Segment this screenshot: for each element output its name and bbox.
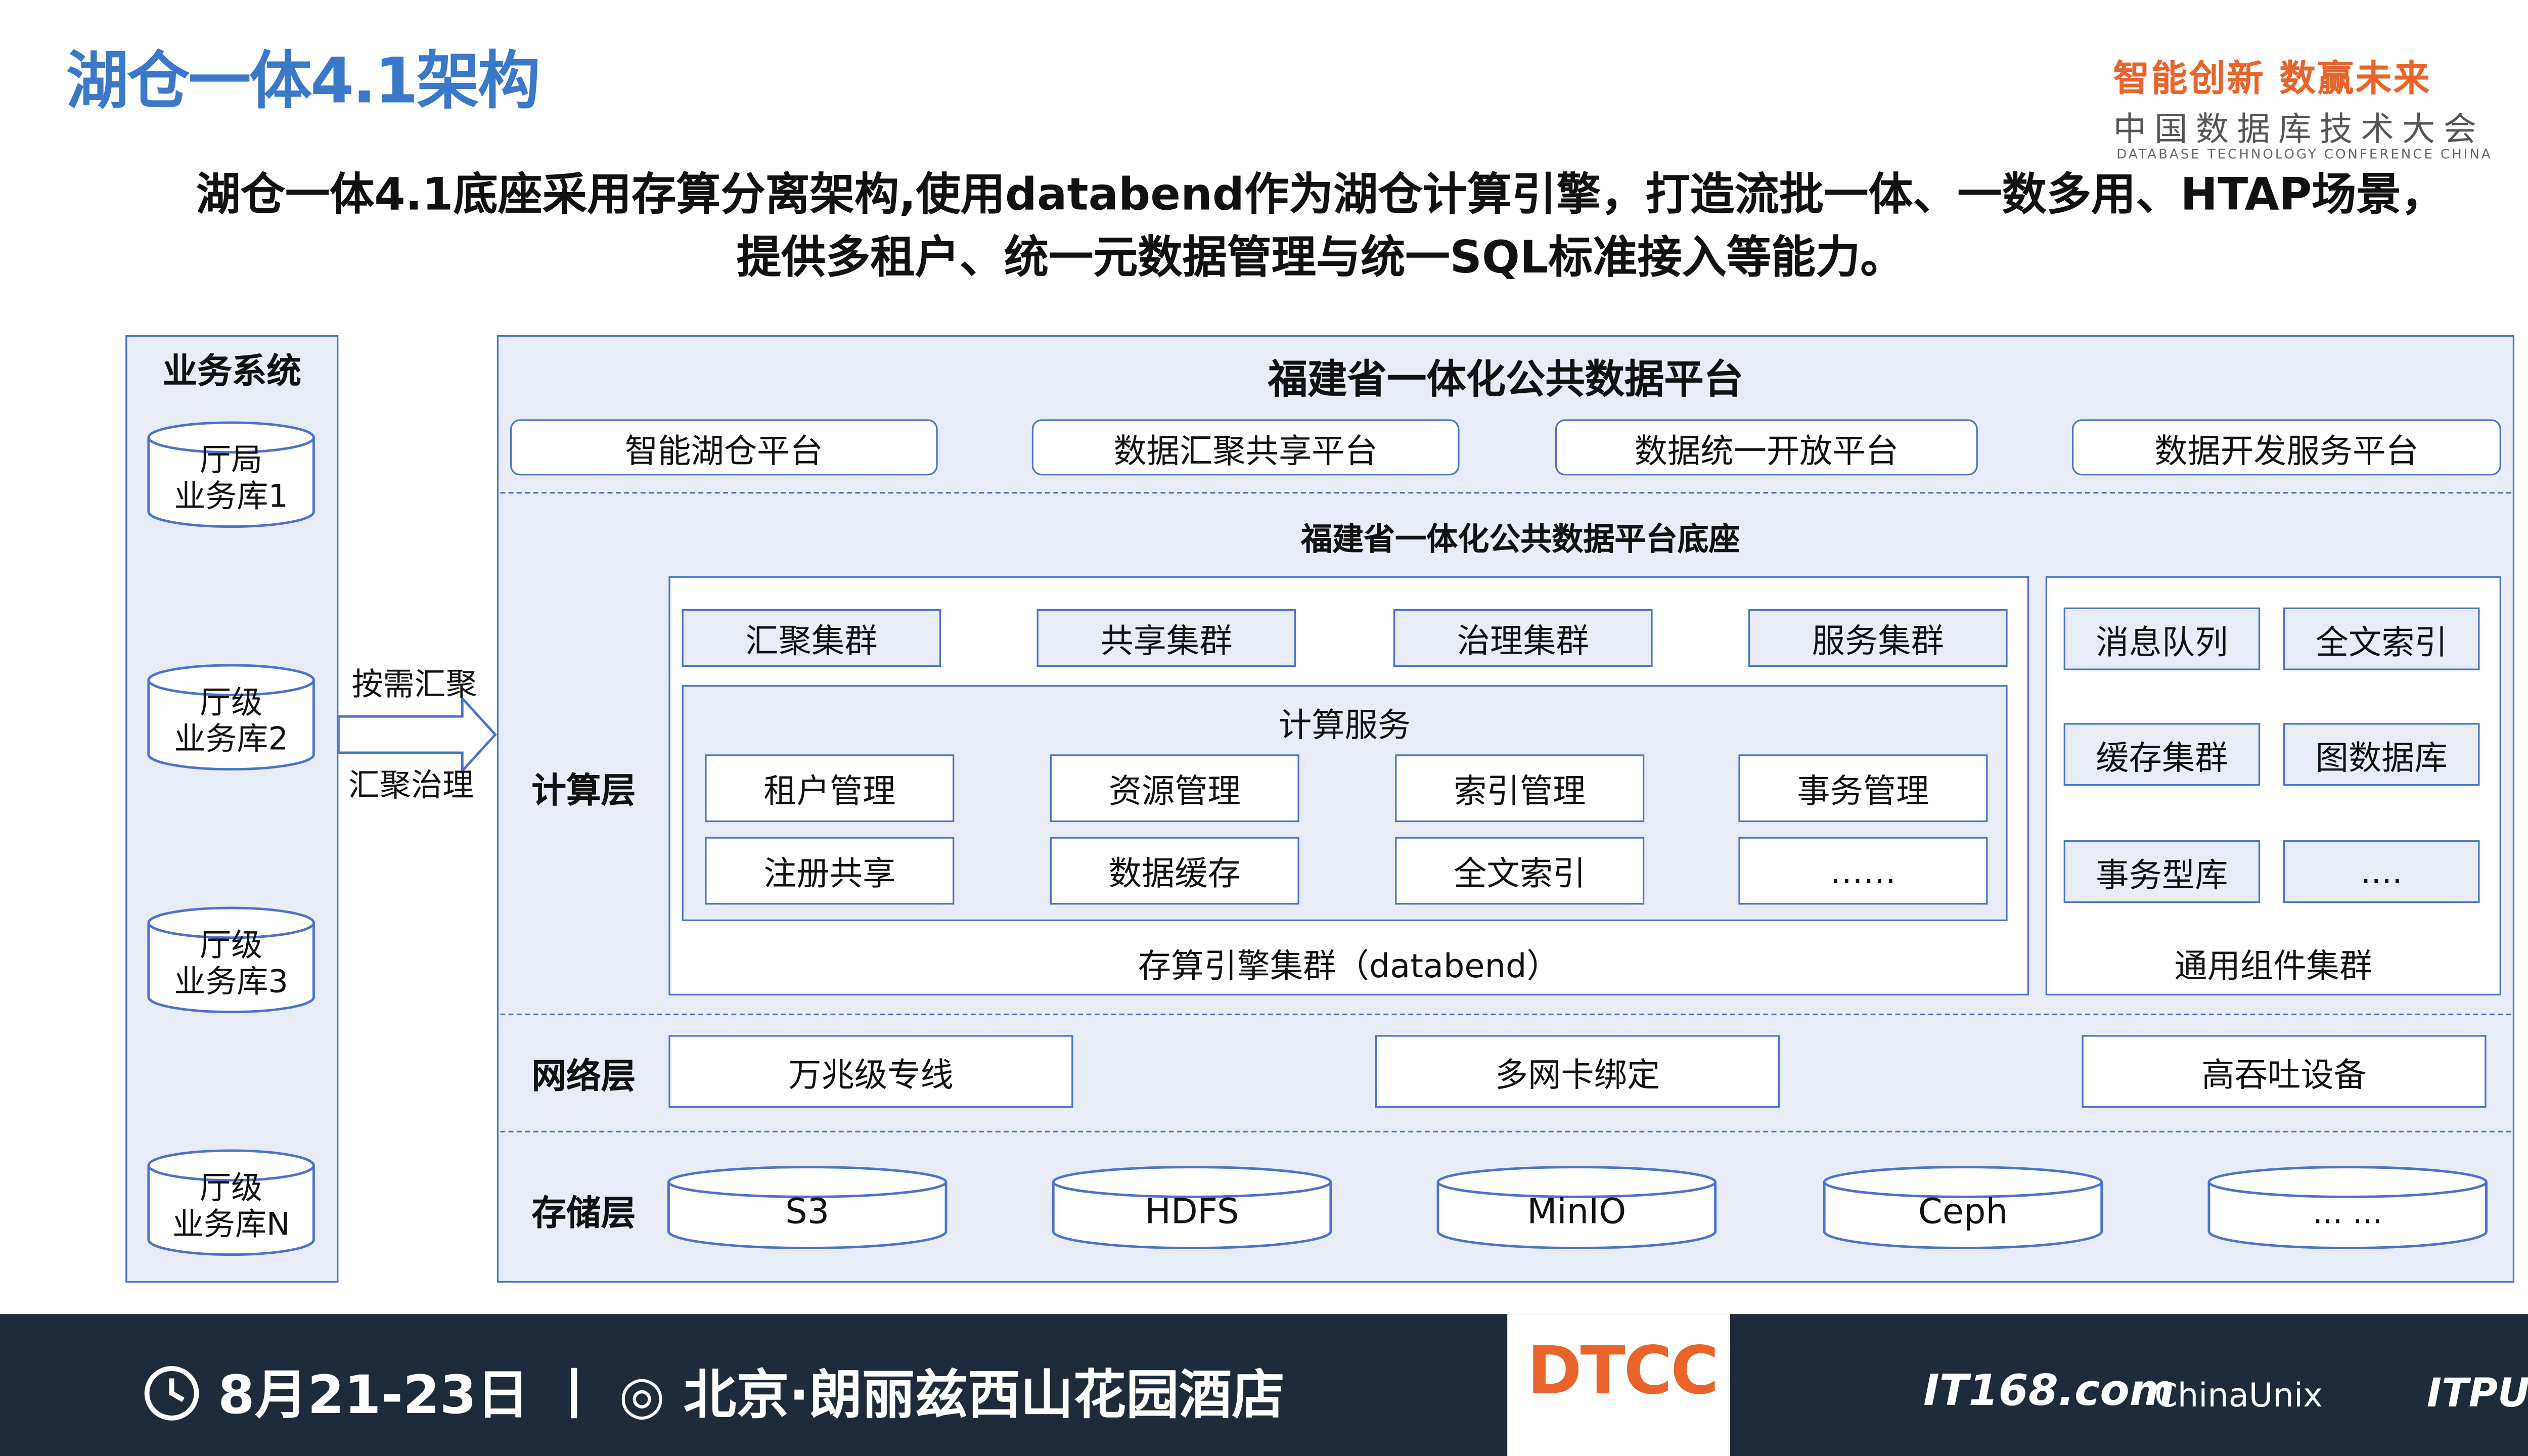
dtcc-logo-bg bbox=[1507, 1314, 1731, 1456]
conference-name: 中国数据库技术大会 bbox=[2113, 109, 2485, 149]
service-resource-mgmt[interactable]: 资源管理 bbox=[1050, 754, 1299, 823]
right-arrow-icon bbox=[337, 695, 497, 775]
cluster-aggregation[interactable]: 汇聚集群 bbox=[682, 609, 941, 667]
itpub-logo: ITPUB bbox=[2426, 1370, 2528, 1417]
component-cache-cluster[interactable]: 缓存集群 bbox=[2063, 723, 2261, 786]
compute-layer-label: 计算层 bbox=[531, 770, 636, 811]
storage-layer-label: 存储层 bbox=[531, 1193, 636, 1234]
db-label-1: 厅级 bbox=[200, 685, 263, 721]
intro-line-1: 湖仓一体4.1底座采用存算分离架构,使用databend作为湖仓计算引擎，打造流… bbox=[196, 170, 2446, 221]
storage-cylinder-icon bbox=[1823, 1166, 2103, 1250]
network-layer-label: 网络层 bbox=[531, 1056, 636, 1097]
network-dedicated-line[interactable]: 万兆级专线 bbox=[668, 1035, 1073, 1108]
db-label-1: 厅局 bbox=[200, 442, 263, 479]
component-more[interactable]: .... bbox=[2283, 840, 2480, 903]
storage-hdfs[interactable]: HDFS bbox=[1052, 1165, 1332, 1251]
page-title: 湖仓一体4.1架构 bbox=[66, 44, 540, 117]
component-fulltext-index[interactable]: 全文索引 bbox=[2283, 607, 2480, 670]
platform-title: 福建省一体化公共数据平台 bbox=[1268, 356, 1744, 403]
footer-banner bbox=[0, 1314, 2528, 1456]
app-open-data-platform[interactable]: 数据统一开放平台 bbox=[1555, 419, 1978, 476]
component-message-queue[interactable]: 消息队列 bbox=[2063, 607, 2261, 670]
business-db-1: 厅局 业务库1 bbox=[147, 421, 315, 528]
business-systems-title: 业务系统 bbox=[162, 351, 301, 391]
database-icon bbox=[147, 664, 315, 771]
database-icon bbox=[147, 906, 315, 1014]
common-component-label: 通用组件集群 bbox=[2174, 946, 2373, 986]
db-label-1: 厅级 bbox=[200, 1170, 263, 1207]
business-db-n: 厅级 业务库N bbox=[147, 1149, 315, 1256]
service-transaction-mgmt[interactable]: 事务管理 bbox=[1738, 754, 1988, 823]
service-tenant-mgmt[interactable]: 租户管理 bbox=[705, 754, 955, 823]
storage-label: Ceph bbox=[1918, 1192, 2008, 1232]
storage-cylinder-icon bbox=[1436, 1166, 1717, 1250]
storage-cylinder-icon bbox=[1052, 1166, 1332, 1250]
cluster-sharing[interactable]: 共享集群 bbox=[1036, 609, 1296, 667]
storage-ceph[interactable]: Ceph bbox=[1823, 1165, 2103, 1251]
storage-label: S3 bbox=[785, 1192, 830, 1232]
it168-logo: IT168.com bbox=[1923, 1367, 2175, 1417]
service-data-cache[interactable]: 数据缓存 bbox=[1050, 837, 1299, 905]
app-dev-service-platform[interactable]: 数据开发服务平台 bbox=[2071, 419, 2501, 476]
intro-line-2: 提供多租户、统一元数据管理与统一SQL标准接入等能力。 bbox=[736, 233, 1905, 284]
service-index-mgmt[interactable]: 索引管理 bbox=[1395, 754, 1645, 823]
cluster-service[interactable]: 服务集群 bbox=[1748, 609, 2008, 667]
business-db-3: 厅级 业务库3 bbox=[147, 906, 315, 1014]
network-high-throughput[interactable]: 高吞吐设备 bbox=[2082, 1035, 2487, 1108]
app-lakehouse-platform[interactable]: 智能湖仓平台 bbox=[510, 419, 938, 476]
component-graph-db[interactable]: 图数据库 bbox=[2283, 723, 2480, 786]
database-icon bbox=[147, 421, 315, 528]
db-label-2: 业务库3 bbox=[174, 964, 288, 1000]
flow-arrow bbox=[337, 693, 497, 776]
divider bbox=[500, 492, 2511, 494]
db-label-1: 厅级 bbox=[200, 928, 263, 964]
engine-cluster-label: 存算引擎集群（databend） bbox=[1138, 946, 1560, 986]
storage-label: HDFS bbox=[1145, 1192, 1239, 1232]
compute-service-title: 计算服务 bbox=[1278, 705, 1411, 745]
service-fulltext-index[interactable]: 全文索引 bbox=[1395, 837, 1645, 905]
intro-text: 湖仓一体4.1底座采用存算分离架构,使用databend作为湖仓计算引擎，打造流… bbox=[116, 165, 2526, 291]
divider bbox=[500, 1013, 2511, 1016]
service-registry-share[interactable]: 注册共享 bbox=[705, 837, 955, 905]
clock-icon bbox=[142, 1363, 202, 1423]
db-label-2: 业务库N bbox=[172, 1206, 290, 1243]
db-label-2: 业务库2 bbox=[174, 721, 288, 758]
conference-name-en: DATABASE TECHNOLOGY CONFERENCE CHINA bbox=[2116, 147, 2493, 162]
storage-cylinder-icon bbox=[2207, 1166, 2488, 1250]
database-icon bbox=[147, 1149, 315, 1256]
storage-label: ... ... bbox=[2313, 1195, 2383, 1232]
service-more[interactable]: …… bbox=[1738, 837, 1988, 905]
dtcc-logo: DTCC bbox=[1527, 1334, 1719, 1410]
storage-minio[interactable]: MinIO bbox=[1436, 1165, 1717, 1251]
component-transaction-db[interactable]: 事务型库 bbox=[2063, 840, 2261, 903]
divider bbox=[500, 1130, 2511, 1132]
storage-s3[interactable]: S3 bbox=[667, 1165, 947, 1251]
event-info: 8月21-23日 丨 ◎ 北京·朗丽兹西山花园酒店 bbox=[218, 1363, 1285, 1427]
cluster-governance[interactable]: 治理集群 bbox=[1393, 609, 1653, 667]
storage-cylinder-icon bbox=[667, 1166, 947, 1250]
arrow-label-bottom: 汇聚治理 bbox=[348, 767, 474, 804]
storage-more[interactable]: ... ... bbox=[2207, 1165, 2488, 1251]
business-db-2: 厅级 业务库2 bbox=[147, 664, 315, 771]
chinaunix-logo: ChinaUnix bbox=[2154, 1375, 2323, 1415]
platform-base-title: 福建省一体化公共数据平台底座 bbox=[1301, 521, 1740, 558]
conference-slogan: 智能创新 数赢未来 bbox=[2113, 59, 2431, 101]
network-nic-bonding[interactable]: 多网卡绑定 bbox=[1375, 1035, 1780, 1108]
app-data-sharing-platform[interactable]: 数据汇聚共享平台 bbox=[1031, 419, 1460, 476]
storage-label: MinIO bbox=[1527, 1192, 1627, 1232]
arrow-label-top: 按需汇聚 bbox=[351, 667, 477, 704]
db-label-2: 业务库1 bbox=[174, 478, 288, 515]
